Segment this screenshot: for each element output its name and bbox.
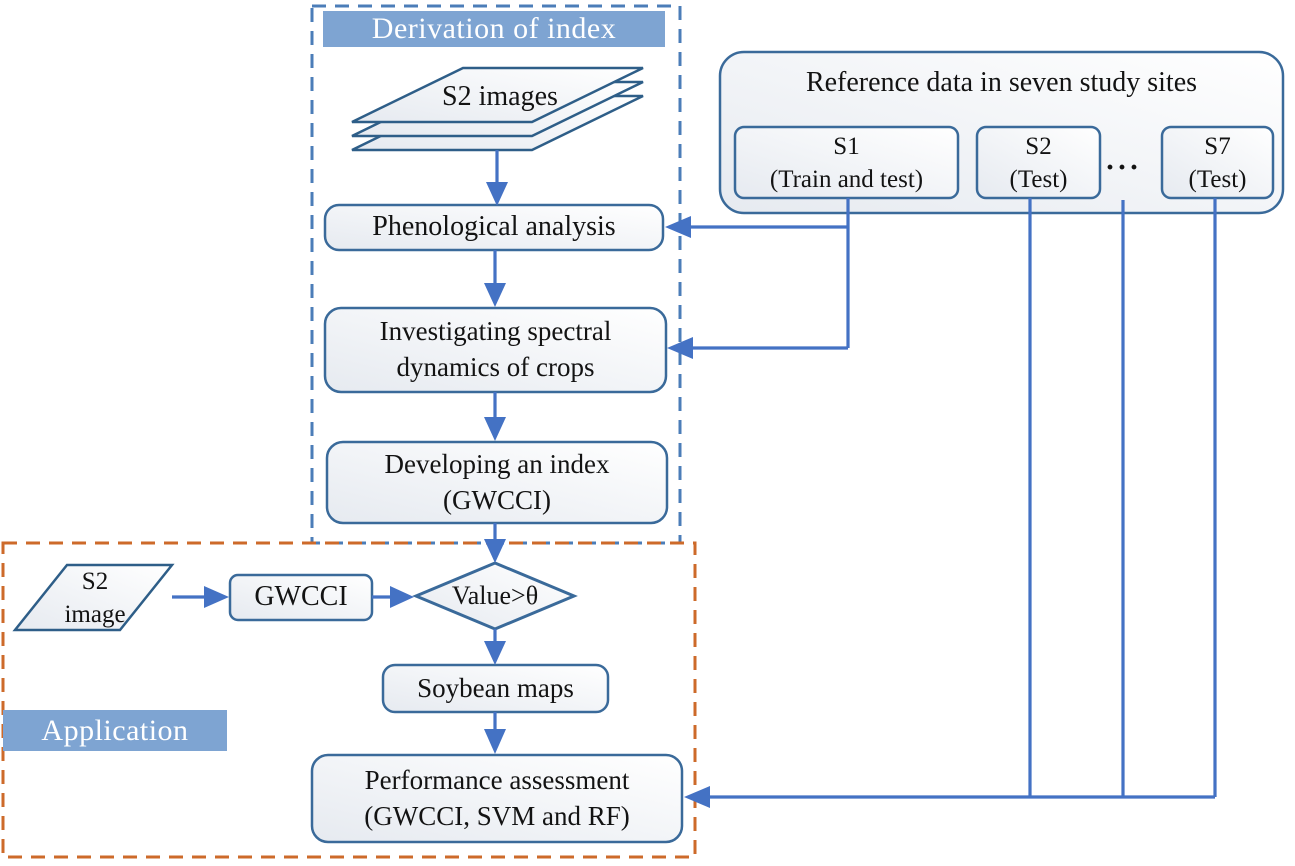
arrowhead-ref-to-phenological xyxy=(665,216,691,238)
flow-arrow-lines xyxy=(172,150,499,732)
arrowhead-to-diamond xyxy=(484,539,506,563)
arrowhead-to-investigating xyxy=(484,283,506,307)
arrowhead-gwcci-to-diamond xyxy=(390,586,414,608)
arrowheads xyxy=(204,182,710,808)
investigating-spectral-box xyxy=(323,306,668,394)
s2-images-sheet-front xyxy=(351,66,644,124)
application-section-label: Application xyxy=(41,713,189,747)
application-section-banner: Application xyxy=(3,710,227,751)
phenological-analysis-box xyxy=(323,203,665,252)
developing-index-box xyxy=(325,440,669,525)
site-s1-box xyxy=(733,125,960,200)
application-dashed-frame xyxy=(1,541,697,859)
arrowhead-to-phenological xyxy=(486,182,508,206)
arrowhead-ref-to-investigating xyxy=(667,337,693,359)
arrowhead-ref-to-performance xyxy=(684,786,710,808)
performance-assessment-box xyxy=(310,753,684,844)
site-s7-box xyxy=(1160,125,1275,200)
arrowhead-to-gwcci xyxy=(204,586,229,608)
soybean-maps-box xyxy=(381,663,610,714)
arrowhead-to-developing xyxy=(484,417,506,441)
derivation-section-label: Derivation of index xyxy=(371,12,617,45)
site-s2-box xyxy=(975,125,1102,200)
reference-connector-lines xyxy=(690,198,1217,799)
arrowhead-to-performance xyxy=(484,729,506,754)
gwcci-box xyxy=(228,573,374,622)
value-threshold-diamond xyxy=(412,561,578,631)
s2-image-parallelogram xyxy=(12,563,175,632)
arrowhead-to-soybean xyxy=(484,641,506,665)
derivation-section-banner: Derivation of index xyxy=(323,11,665,47)
